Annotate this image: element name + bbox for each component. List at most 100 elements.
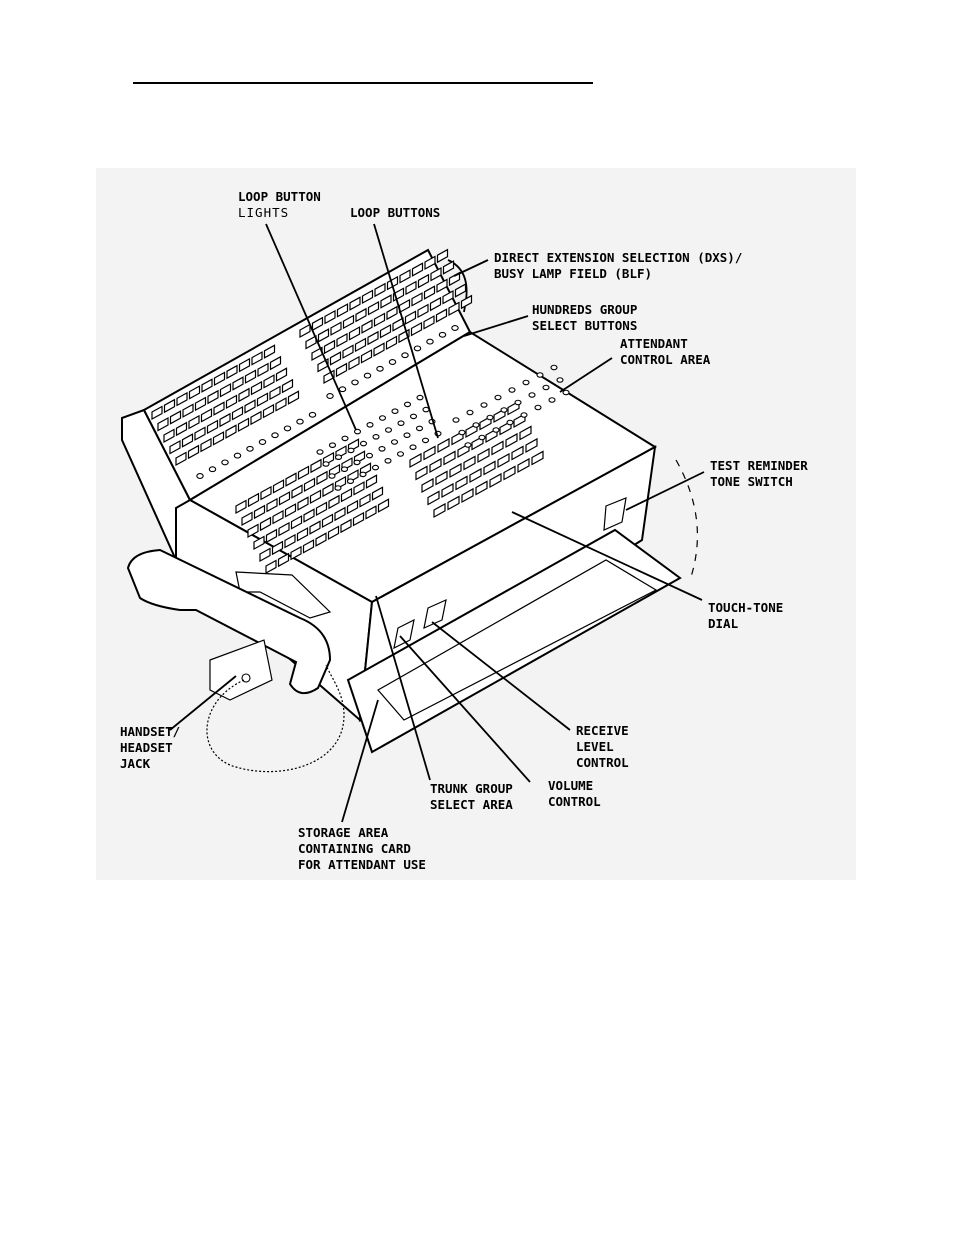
- attendant-lamp: [464, 442, 472, 448]
- loop-key: [272, 509, 284, 525]
- dxs-key: [361, 319, 373, 334]
- loop-button-grid: [235, 394, 442, 575]
- dxs-key: [263, 374, 275, 389]
- attendant-lamp: [534, 404, 542, 411]
- dxs-key: [442, 289, 454, 305]
- loop-key: [278, 491, 291, 506]
- dxs-key: [442, 260, 455, 275]
- dxs-key: [342, 314, 355, 330]
- attendant-key: [415, 465, 428, 481]
- dxs-key: [269, 385, 281, 401]
- dxs-key: [151, 405, 163, 421]
- attendant-key: [463, 455, 476, 471]
- loop-lamp: [409, 413, 418, 420]
- loop-lamp: [391, 408, 399, 415]
- loop-key: [253, 504, 266, 520]
- dxs-key: [250, 410, 262, 426]
- attendant-lamp: [514, 399, 522, 406]
- loop-key: [271, 540, 284, 556]
- label-trunk-1: TRUNK GROUP: [430, 781, 513, 796]
- dxs-key: [238, 387, 250, 403]
- header-rule: [133, 82, 593, 84]
- attendant-key: [461, 487, 474, 504]
- dxs-key: [163, 398, 176, 414]
- dxs-key: [399, 269, 411, 284]
- label-storage-3: FOR ATTENDANT USE: [298, 857, 426, 872]
- loop-key: [315, 501, 328, 517]
- dxs-key: [299, 323, 311, 339]
- dxs-key: [187, 444, 200, 460]
- leader-handset: [169, 675, 237, 731]
- loop-key: [340, 518, 352, 534]
- loop-key: [334, 506, 346, 522]
- hundreds-lamp: [426, 338, 434, 345]
- leader-storage: [341, 699, 379, 823]
- hundreds-lamp: [283, 425, 292, 432]
- dxs-key: [244, 369, 257, 384]
- label-volume-1: VOLUME: [548, 778, 593, 793]
- dxs-key: [201, 378, 213, 393]
- loop-key: [365, 505, 377, 520]
- attendant-key: [511, 445, 524, 461]
- dxs-key: [436, 278, 448, 294]
- dxs-key: [423, 285, 436, 300]
- attendant-key: [447, 495, 460, 511]
- hundreds-lamp: [338, 386, 347, 393]
- leader-loop-button-lights: [265, 223, 357, 431]
- hundreds-lamp: [388, 359, 397, 365]
- dxs-key: [336, 303, 349, 318]
- dxs-key: [392, 317, 404, 332]
- attendant-key: [503, 465, 516, 481]
- attendant-key: [427, 490, 440, 506]
- loop-key: [265, 559, 277, 575]
- dxs-key: [385, 335, 398, 351]
- attendant-lamp: [506, 419, 514, 426]
- attendant-lamp: [542, 384, 550, 391]
- dxs-key: [410, 321, 423, 337]
- hundreds-lamp: [438, 331, 447, 338]
- loop-key: [316, 470, 328, 486]
- loop-lamp: [359, 440, 368, 447]
- hundreds-lamp: [246, 445, 254, 452]
- loop-key: [371, 486, 384, 501]
- attendant-key: [491, 440, 504, 456]
- loop-lamp: [397, 420, 405, 427]
- loop-key: [309, 520, 321, 535]
- leader-touch-tone: [511, 511, 703, 601]
- dxs-key: [263, 344, 276, 359]
- dxs-key: [435, 308, 448, 323]
- dxs-key: [373, 312, 386, 328]
- dxs-key: [213, 371, 226, 387]
- receive-level-control-knob: [423, 598, 447, 630]
- attendant-key: [455, 475, 468, 491]
- loop-key: [247, 523, 259, 539]
- dxs-key: [374, 282, 386, 298]
- loop-lamp: [403, 401, 412, 408]
- dxs-key: [429, 296, 442, 312]
- attendant-lamp: [528, 392, 536, 398]
- attendant-key: [531, 450, 544, 466]
- dxs-key: [404, 310, 417, 325]
- label-handset-1: HANDSET/: [120, 724, 180, 739]
- leader-attendant: [559, 357, 613, 393]
- dxs-key: [367, 300, 380, 316]
- loop-lamp: [328, 473, 336, 479]
- dxs-key: [244, 399, 256, 414]
- attendant-key: [423, 445, 436, 461]
- attendant-key: [441, 482, 454, 499]
- loop-lamp: [416, 394, 424, 401]
- dxs-key: [324, 309, 336, 325]
- loop-lamp: [328, 442, 337, 449]
- attendant-lamp: [458, 429, 466, 436]
- loop-key: [377, 498, 390, 513]
- loop-lamp: [366, 421, 374, 428]
- loop-key: [284, 503, 297, 518]
- dxs-key: [311, 316, 324, 332]
- dxs-key: [237, 417, 250, 433]
- dxs-key: [251, 351, 263, 366]
- dxs-key: [163, 428, 175, 444]
- dxs-key: [219, 382, 232, 398]
- leader-hundreds: [463, 315, 529, 337]
- dxs-key: [226, 364, 238, 380]
- loop-key: [265, 528, 278, 544]
